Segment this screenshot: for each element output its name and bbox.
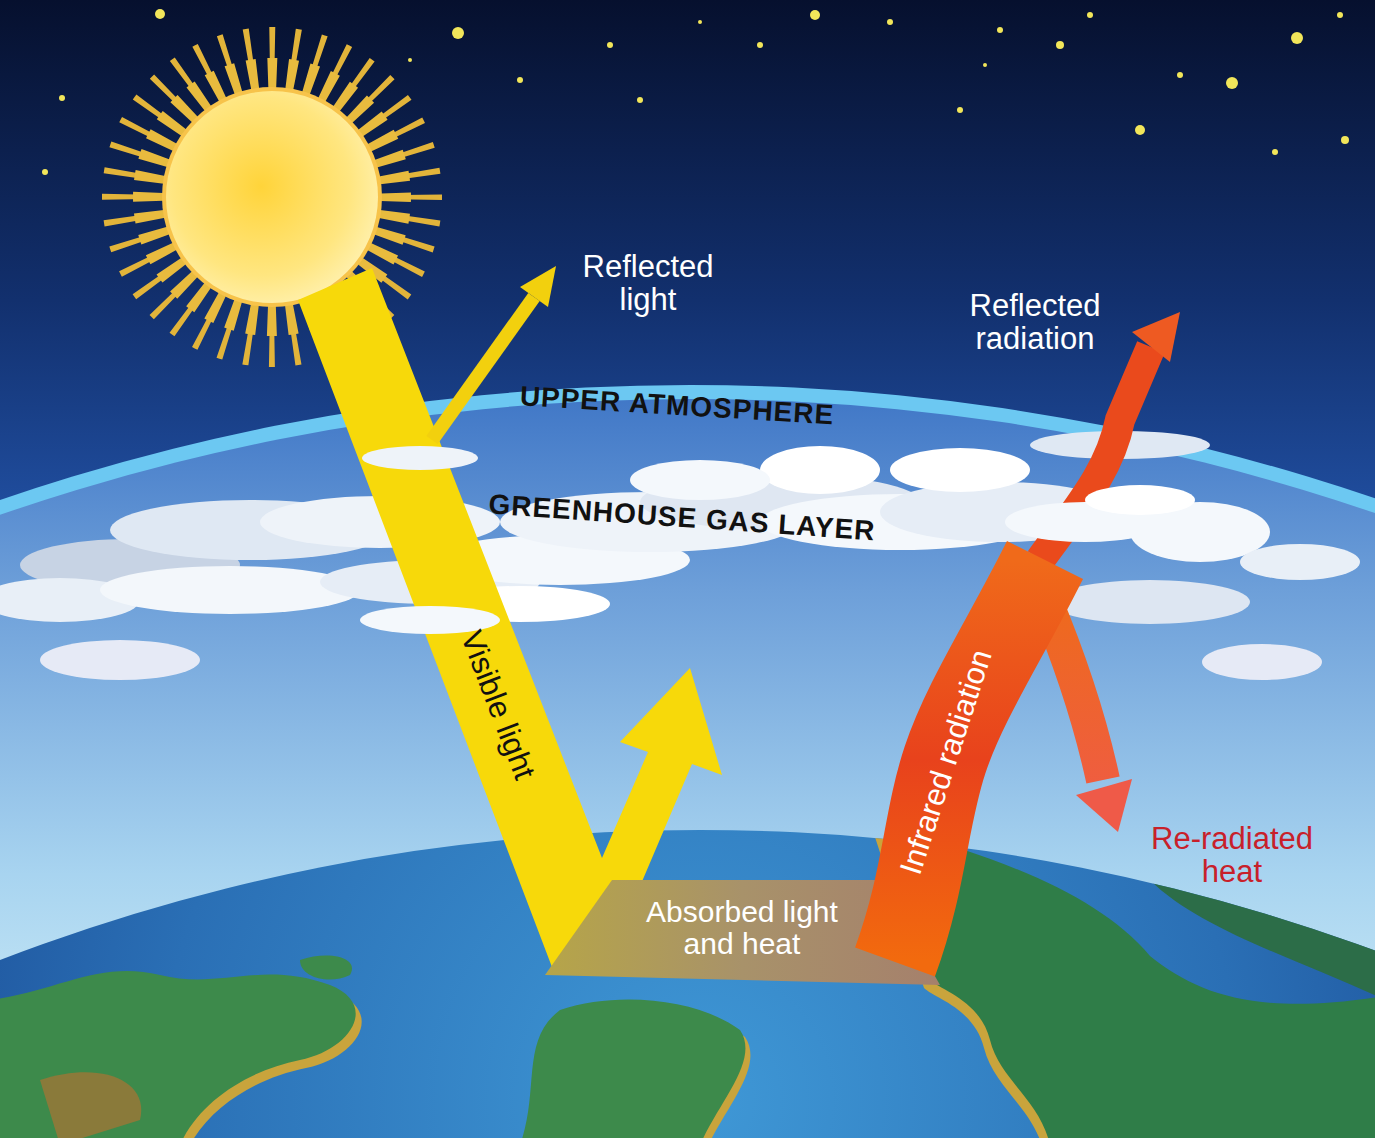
- sun-rim: [162, 87, 382, 307]
- cloud: [1202, 644, 1322, 680]
- cloud: [100, 566, 360, 614]
- clouds-back: [0, 431, 1360, 680]
- infrared-arrow: [895, 560, 1045, 962]
- layer-label: GREENHOUSE GAS LAYER: [488, 489, 877, 546]
- visible-light-arrow: [298, 268, 722, 975]
- continents: [0, 820, 1375, 1138]
- layer-label: UPPER ATMOSPHERE: [519, 381, 835, 430]
- star: [155, 9, 165, 19]
- cloud: [1240, 544, 1360, 580]
- island: [300, 956, 352, 980]
- beam-label: Infrared radiation: [894, 645, 998, 878]
- cloud: [760, 446, 880, 494]
- star: [957, 107, 963, 113]
- star: [1272, 149, 1278, 155]
- clouds-front: [360, 446, 1195, 634]
- desert: [40, 1072, 141, 1138]
- star: [810, 10, 820, 20]
- star: [1337, 12, 1343, 18]
- star: [517, 77, 523, 83]
- arrowhead: [1132, 312, 1180, 362]
- continent: [0, 971, 356, 1138]
- cloud: [1050, 580, 1250, 624]
- star: [42, 169, 48, 175]
- star: [1226, 77, 1238, 89]
- cloud: [40, 640, 200, 680]
- star: [1087, 12, 1093, 18]
- beam-label: Visible light: [454, 626, 541, 784]
- star: [452, 27, 464, 39]
- absorbed-label: Absorbed light and heat: [622, 896, 862, 961]
- continent: [1100, 820, 1375, 1000]
- cloud: [1085, 485, 1195, 515]
- star: [637, 97, 643, 103]
- reflected-light-arrow: [432, 297, 534, 440]
- arrowhead: [1076, 779, 1132, 832]
- reflected-light-label: Reflected light: [553, 250, 743, 317]
- star: [887, 19, 893, 25]
- infrared-beam: [895, 312, 1180, 962]
- sun-body: [166, 91, 378, 303]
- cloud: [362, 446, 478, 470]
- cloud: [630, 460, 770, 500]
- reflected-radiation-label: Reflected radiation: [935, 289, 1135, 356]
- cloud: [890, 448, 1030, 492]
- star: [59, 95, 65, 101]
- star: [1177, 72, 1183, 78]
- star: [757, 42, 763, 48]
- star: [1341, 136, 1349, 144]
- star: [607, 42, 613, 48]
- star: [698, 20, 702, 24]
- earth: [0, 820, 1375, 1138]
- star: [997, 27, 1003, 33]
- star: [983, 63, 987, 67]
- star: [408, 58, 412, 62]
- star: [1291, 32, 1303, 44]
- star: [1135, 125, 1145, 135]
- visible-light-beam: [298, 266, 722, 975]
- continent: [520, 1000, 745, 1138]
- arrowhead: [520, 266, 556, 307]
- star: [1056, 41, 1064, 49]
- re-radiated-heat-label: Re-radiated heat: [1132, 822, 1332, 889]
